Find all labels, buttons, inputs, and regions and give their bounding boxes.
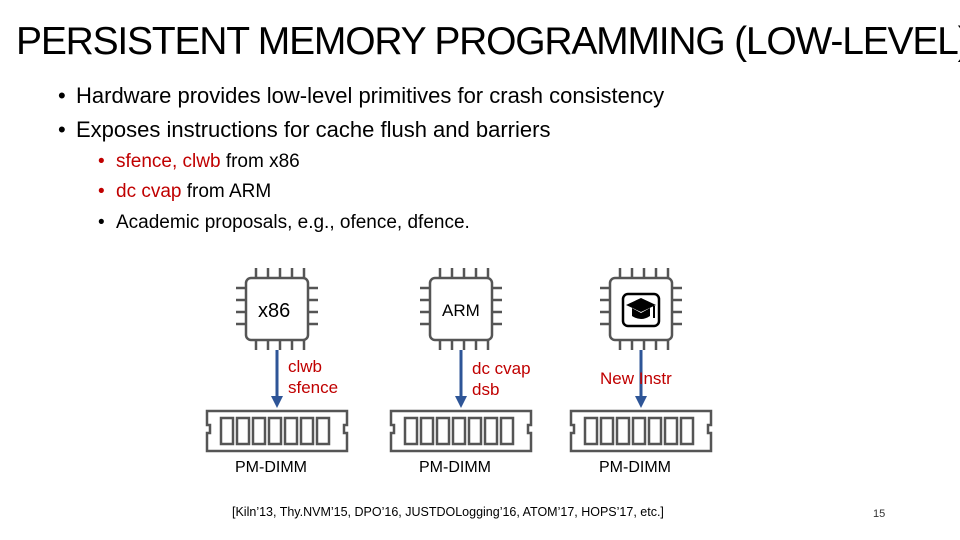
graduation-cap-icon [621,292,661,328]
cpu-chip-icon [420,268,502,350]
chip-label-arm: ARM [442,301,480,320]
instruction-label: New Instr [600,369,672,388]
memory-label: PM-DIMM [419,459,491,476]
arrow-down-icon [455,350,467,408]
cpu-chip-icon [600,268,682,350]
citation: [Kiln’13, Thy.NVM’15, DPO’16, JUSTDOLogg… [232,505,664,519]
memory-label: PM-DIMM [235,459,307,476]
instruction-label: dc cvap dsb [472,359,531,399]
memory-module-icon [389,409,533,453]
arrow-down-icon [271,350,283,408]
bullet-2: •Exposes instructions for cache flush an… [58,117,551,142]
chip-label-x86: x86 [258,300,291,322]
slide-title: PERSISTENT MEMORY PROGRAMMING (LOW-LEVEL… [16,20,960,63]
sub-bullet-1: •sfence, clwb from x86 [98,151,300,172]
arrow-down-icon [635,350,647,408]
cpu-chip-icon [236,268,318,350]
sub-bullet-highlight: dc cvap [116,181,182,202]
sub-bullet-highlight: sfence, clwb [116,151,221,172]
memory-module-icon [205,409,349,453]
instruction-label: clwb sfence [288,357,339,397]
memory-label: PM-DIMM [599,459,671,476]
sub-bullet-3: •Academic proposals, e.g., ofence, dfenc… [98,212,470,233]
sub-bullet-2: •dc cvap from ARM [98,181,272,202]
memory-module-icon [569,409,713,453]
page-number: 15 [873,508,886,520]
bullet-1: •Hardware provides low-level primitives … [58,83,665,108]
